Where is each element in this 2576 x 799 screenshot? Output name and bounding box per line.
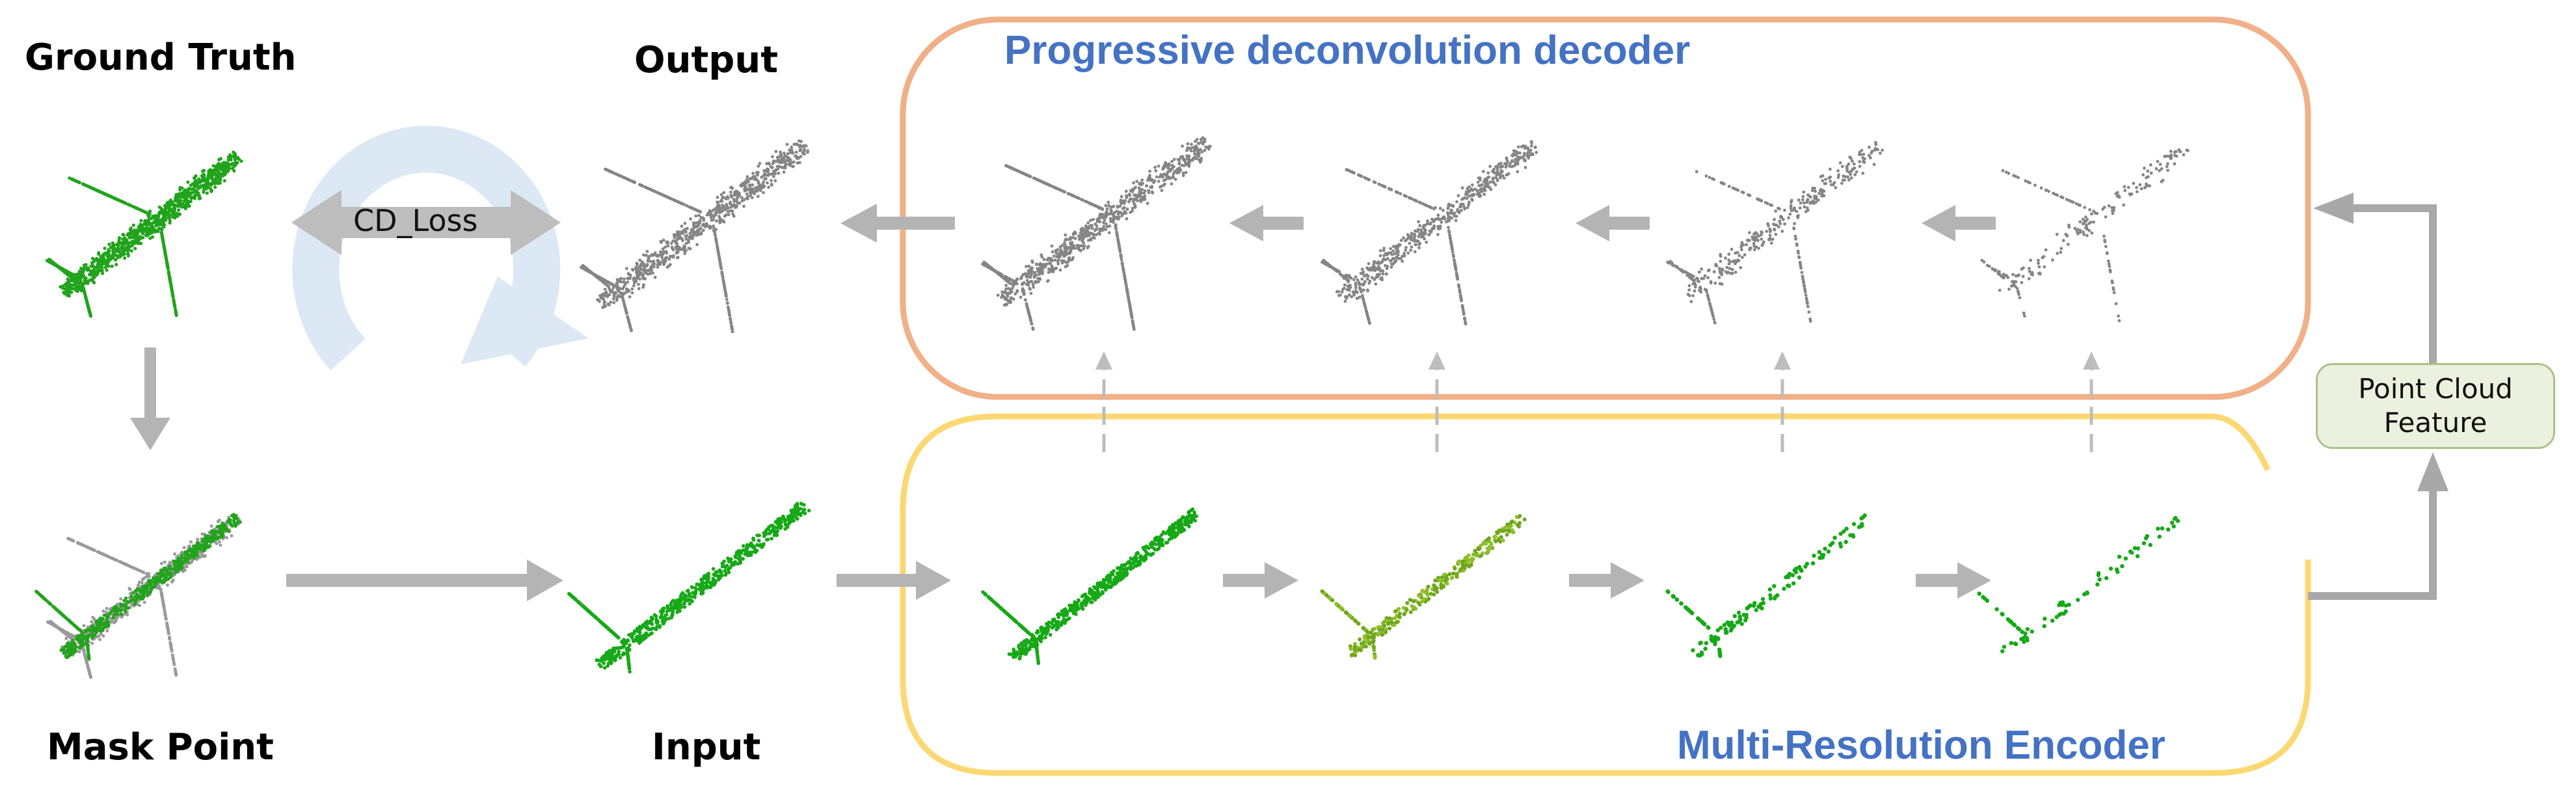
feature-to-decoder-line <box>2348 204 2437 364</box>
decoder-entry-arrowhead <box>2313 193 2354 224</box>
input-label: Input <box>652 726 761 768</box>
encoder-stage-4-cloud <box>1977 515 2180 654</box>
arrow-dec-3 <box>1229 205 1304 241</box>
arrow-gt-to-mask <box>130 347 170 450</box>
decoder-stage-4-cloud <box>981 136 1212 331</box>
arrow-decoder-to-output <box>840 204 955 243</box>
cycle-arrow-icon <box>292 126 589 371</box>
encoder-stage-3-cloud <box>1665 513 1867 658</box>
encoder-stage-1-cloud <box>981 507 1198 666</box>
mask-point-label: Mask Point <box>47 726 274 768</box>
encoder-stage-2-cloud <box>1320 514 1527 660</box>
decoder-stage-2-cloud <box>1666 141 1885 325</box>
decoder-frame <box>900 16 2311 400</box>
encoder-title: Multi-Resolution Encoder <box>1677 723 2166 768</box>
double-arrow-icon <box>291 190 561 255</box>
skip-connections <box>1095 351 2100 452</box>
output-cloud <box>580 139 810 334</box>
decoder-stage-1-cloud <box>1980 148 2190 323</box>
point-cloud-layer <box>34 136 2190 679</box>
decoder-title: Progressive deconvolution decoder <box>1004 28 1691 73</box>
arrow-dec-2 <box>1576 205 1650 241</box>
feature-box-label: Point Cloud Feature <box>2358 372 2513 439</box>
decoder-stage-3-cloud <box>1321 140 1538 326</box>
arrow-enc-2 <box>1569 562 1644 599</box>
arrow-enc-3 <box>1916 562 1991 599</box>
output-label: Output <box>634 39 778 81</box>
point-cloud-feature-box: Point Cloud Feature <box>2316 363 2555 449</box>
input-cloud <box>567 502 811 674</box>
feature-loop-line <box>2308 481 2437 600</box>
arrow-dec-1 <box>1922 205 1996 241</box>
cd-loss-label: CD_Loss <box>353 203 478 238</box>
flow-arrows <box>130 193 2449 601</box>
mask-point-green-cloud <box>34 513 242 661</box>
feature-up-arrowhead <box>2417 452 2449 491</box>
encoder-frame <box>900 413 2311 776</box>
arrow-input-to-encoder <box>837 561 951 600</box>
ground-truth-cloud <box>46 150 243 318</box>
ground-truth-label: Ground Truth <box>25 36 297 79</box>
arrow-mask-to-input <box>286 560 563 601</box>
arrow-enc-1 <box>1223 562 1298 599</box>
